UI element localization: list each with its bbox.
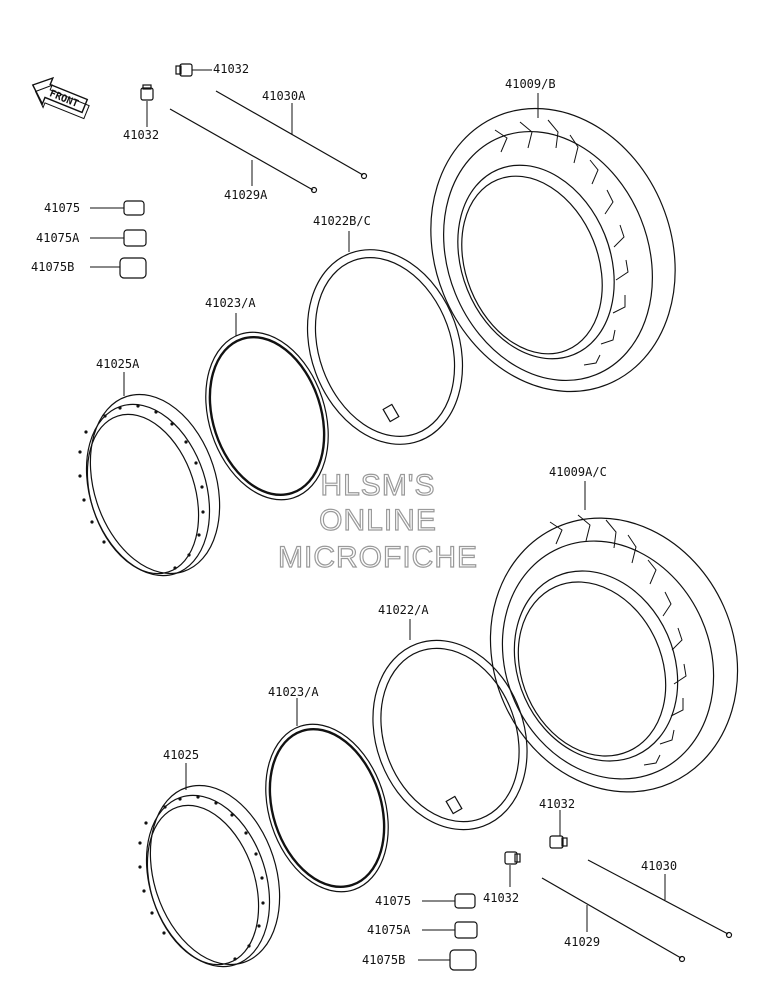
label-41075A-lower: 41075A: [367, 923, 411, 937]
balance-weight-41075-upper: [90, 200, 145, 216]
label-41022-A: 41022/A: [378, 603, 429, 617]
label-41025: 41025: [163, 748, 199, 762]
tire-41009A-C: [489, 481, 739, 793]
rim-41025A: [78, 372, 221, 577]
watermark-line-3: MICROFICHE: [278, 541, 478, 574]
spoke-41030A: [215, 90, 368, 180]
label-41022-BC: 41022B/C: [313, 214, 371, 228]
tube-41022-A: [372, 619, 528, 831]
spoke-41029: [541, 877, 686, 963]
watermark: HLSM'S ONLINE MICROFICHE: [277, 468, 478, 574]
front-arrow-icon: FRONT: [31, 76, 90, 120]
tire-41009-B: [430, 93, 676, 393]
rim-band-41023-A-lower: [265, 698, 389, 893]
balance-weight-41075A-upper: [90, 229, 147, 247]
label-41075-lower: 41075: [375, 894, 411, 908]
label-41009A-C: 41009A/C: [549, 465, 607, 479]
rim-41025: [138, 763, 281, 968]
watermark-line-2: ONLINE: [319, 504, 437, 537]
label-41030: 41030: [641, 859, 677, 873]
rim-band-41023-A-upper: [205, 313, 329, 501]
label-41075-upper: 41075: [44, 201, 80, 215]
label-41032-lower-left: 41032: [483, 891, 519, 905]
balance-weight-41075A-lower: [422, 921, 478, 939]
label-41029A: 41029A: [224, 188, 268, 202]
valve-cap-41032-top: [175, 63, 212, 77]
spoke-41029A: [169, 108, 318, 194]
valve-cap-41032-lower-left: [504, 851, 521, 887]
label-41030A: 41030A: [262, 89, 306, 103]
label-41009-B: 41009/B: [505, 77, 556, 91]
label-41075B-upper: 41075B: [31, 260, 74, 274]
tube-41022-BC: [306, 231, 464, 445]
label-41075A-upper: 41075A: [36, 231, 80, 245]
label-41032-top: 41032: [213, 62, 249, 76]
label-41032-left: 41032: [123, 128, 159, 142]
label-41023-A-upper: 41023/A: [205, 296, 256, 310]
valve-cap-41032-lower-right: [549, 810, 568, 849]
label-41023-A-lower: 41023/A: [268, 685, 319, 699]
label-41029: 41029: [564, 935, 600, 949]
label-41032-lower-right: 41032: [539, 797, 575, 811]
label-41025A: 41025A: [96, 357, 140, 371]
balance-weight-41075B-upper: [90, 257, 147, 279]
spoke-41030: [587, 859, 733, 939]
balance-weight-41075-lower: [422, 893, 476, 909]
balance-weight-41075B-lower: [418, 949, 477, 971]
watermark-line-1: HLSM'S: [320, 469, 435, 502]
valve-cap-41032-left: [140, 84, 154, 127]
label-41075B-lower: 41075B: [362, 953, 405, 967]
